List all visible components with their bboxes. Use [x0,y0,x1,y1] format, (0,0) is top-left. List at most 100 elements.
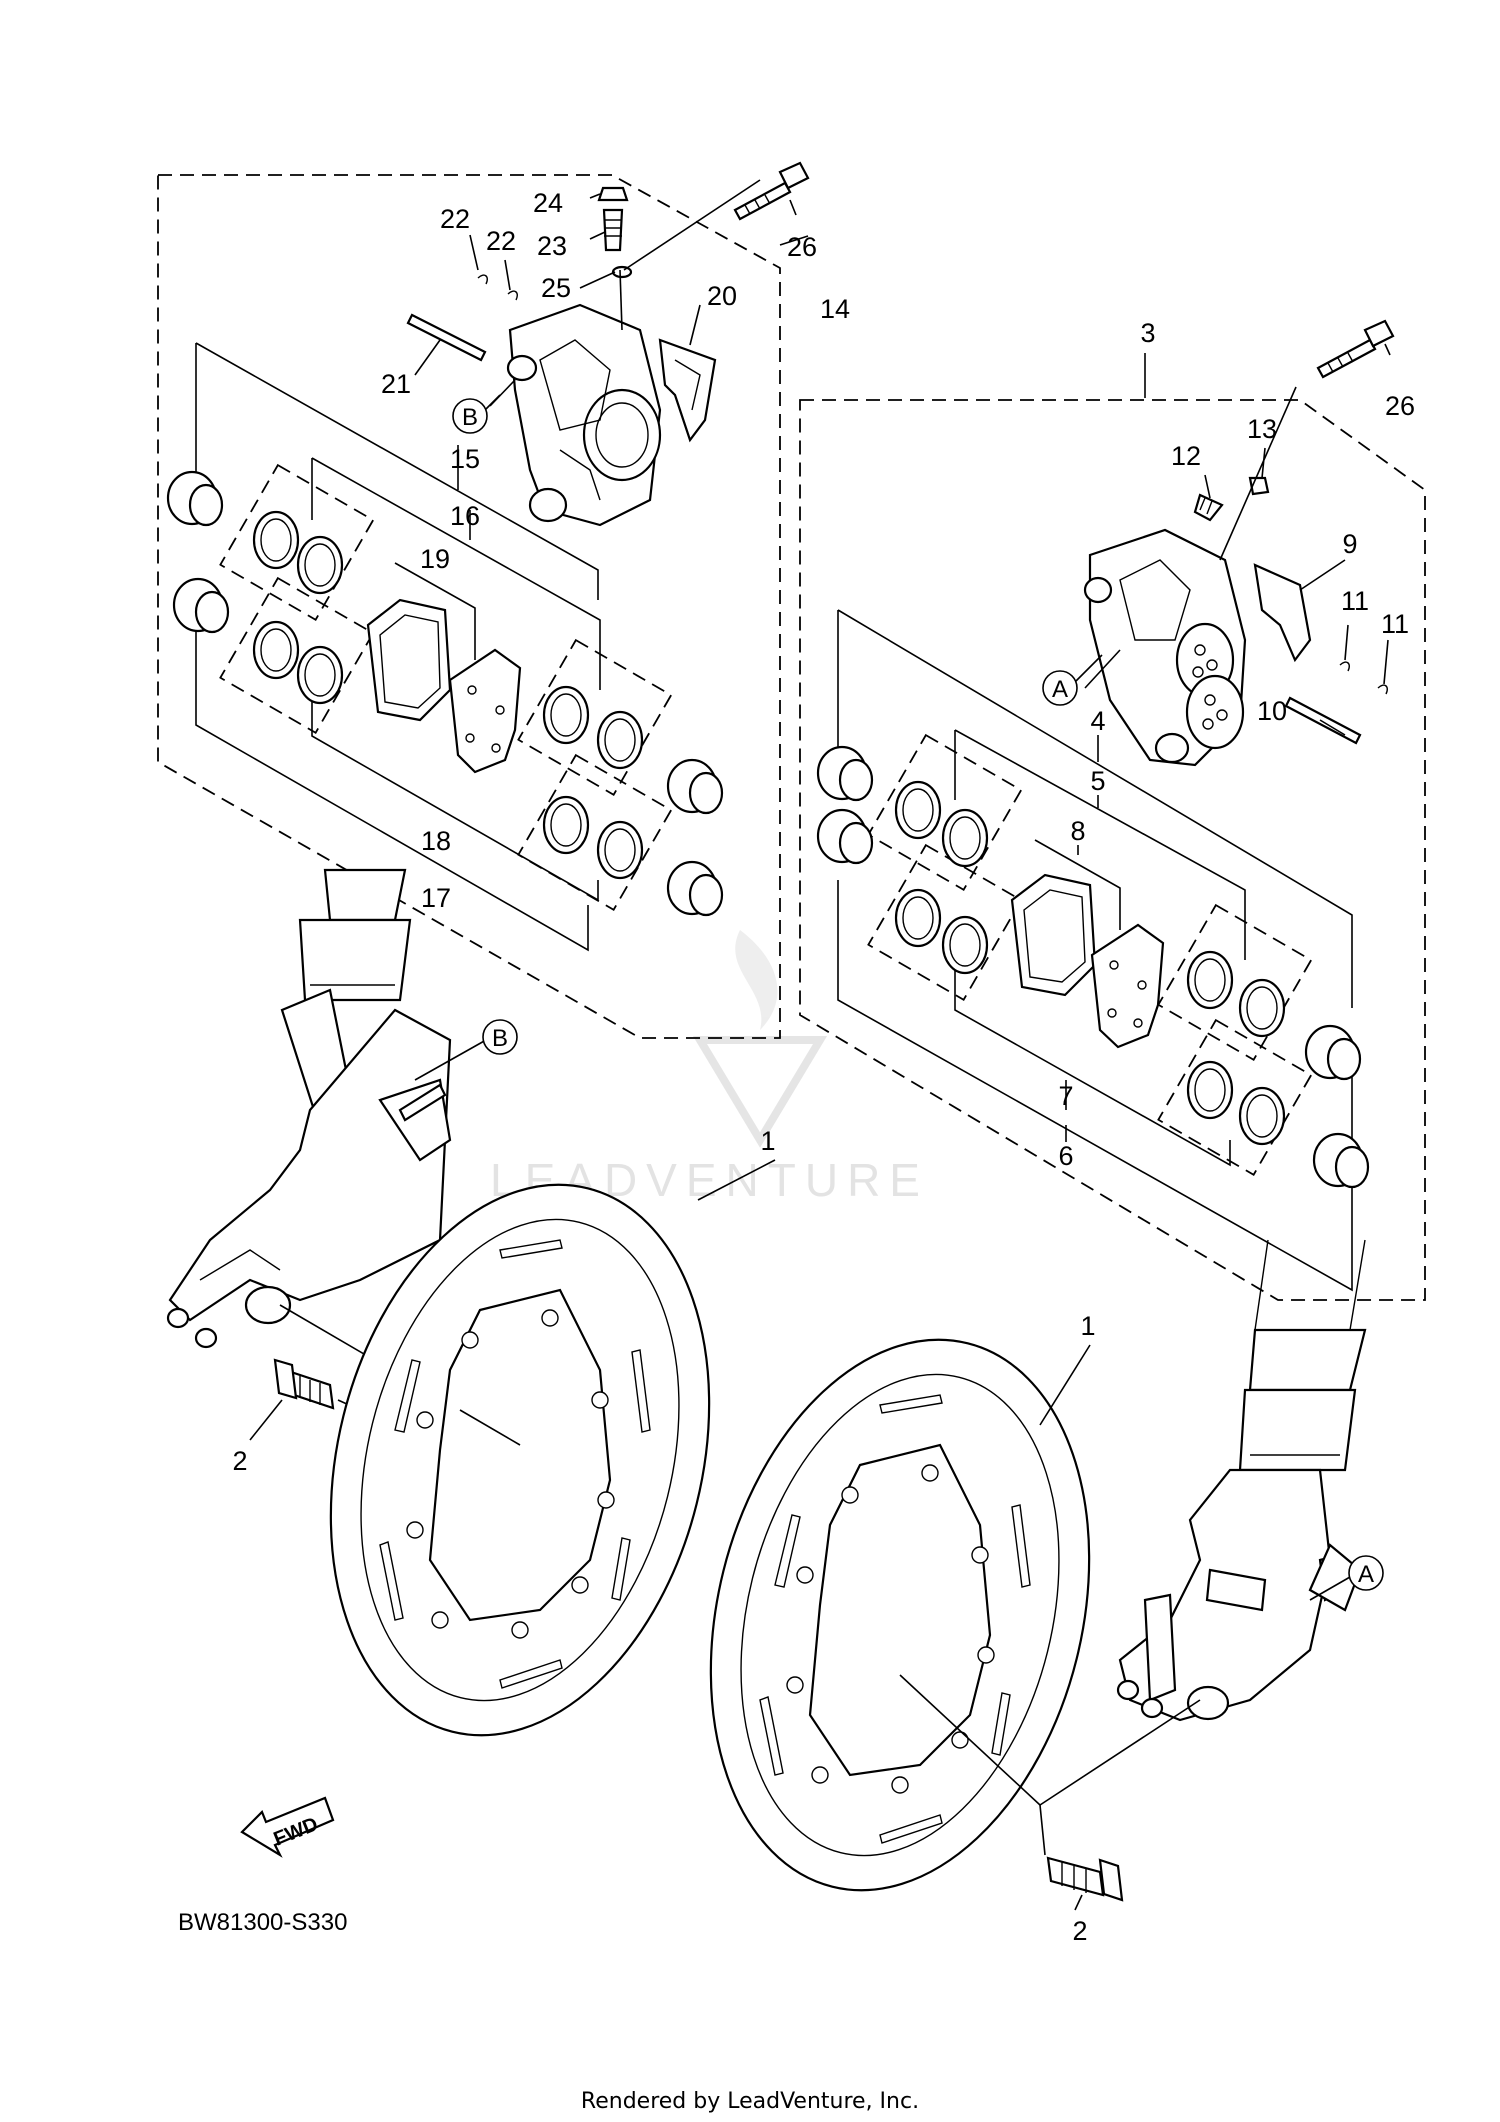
pad-pin [406,313,487,362]
callout-leader [789,199,797,216]
callout-leader [484,394,501,411]
ref-marker-a-caliper: A [1042,670,1078,706]
dust-seal-set [867,843,1023,1001]
callout-24: 24 [533,188,563,218]
front-fork-right [1116,1239,1367,1722]
callout-8: 8 [1070,816,1085,846]
callout-22-b: 22 [486,226,516,256]
piston [1304,1024,1362,1081]
ref-marker-a-fork: A [1348,1555,1384,1591]
caliper-bolt [1316,319,1395,379]
brake-caliper-left [506,303,662,527]
callout-leader [504,259,511,291]
pad-pin-clip [477,274,488,285]
svg-text:A: A [1052,676,1068,703]
callout-20: 20 [707,281,737,311]
brake-caliper-right [1083,528,1247,767]
piston-seal [542,685,644,770]
callout-leader [589,193,601,199]
dust-seal [252,620,344,705]
callout-25: 25 [541,273,571,303]
front-fork-left [166,868,452,1349]
pad-spring [658,338,717,443]
callout-11-b: 11 [1381,609,1409,639]
callout-leader [1084,649,1121,689]
brake-disc-right [709,1338,1091,1892]
axis-line [1039,1804,1046,1856]
kit-frame-line [837,609,1353,1008]
brake-pad [1010,873,1097,997]
callout-leader [1219,386,1297,561]
callout-3: 3 [1140,318,1155,348]
callout-15: 15 [450,444,480,474]
callout-13: 13 [1247,414,1277,444]
callout-leader [579,271,616,289]
kit-frame-line [954,960,1231,1167]
kit-frame-line [311,690,599,902]
callout-leader [1071,654,1103,686]
svg-text:B: B [492,1025,508,1052]
dust-seal [542,795,644,880]
brake-pad [366,598,452,722]
svg-text:A: A [1358,1561,1374,1588]
disc-bolt [273,1358,335,1410]
dust-seal-set [219,576,375,734]
callout-6: 6 [1058,1141,1073,1171]
callout-5: 5 [1090,766,1105,796]
kit-frame-line [954,729,1246,960]
pad-pin-clip [1377,684,1388,695]
piston [816,745,874,802]
callout-9: 9 [1342,529,1357,559]
bleed-screw [1193,493,1224,522]
washer [611,265,633,279]
brake-pad [448,648,522,774]
kit-frame-line [1034,839,1121,930]
kit-frame-line [195,590,589,952]
callout-22-a: 22 [440,204,470,234]
callout-leader [619,269,623,331]
callout-leader [697,1159,776,1201]
callout-leader [414,339,441,376]
pad-pin-clip [507,290,518,301]
dust-seal [1186,1060,1286,1146]
pad-pin-clip [1339,661,1350,672]
callout-18: 18 [421,826,451,856]
callout-leader [589,231,606,240]
callout-leader [414,1039,487,1081]
callout-12: 12 [1171,441,1201,471]
piston [172,577,230,634]
callout-4: 4 [1090,706,1105,736]
callout-1-left: 1 [760,1126,775,1156]
piston-seal [1186,950,1286,1038]
callout-7: 7 [1058,1081,1073,1111]
dust-seal [894,888,989,975]
piston-seal [894,780,989,868]
axis-line [899,1674,1041,1806]
forward-direction-arrow: FWD [240,1796,335,1858]
callout-leader [1299,559,1346,591]
piston [666,758,724,815]
callout-leader [1074,1894,1083,1911]
callout-26-right: 26 [1385,391,1415,421]
brake-disc-left [329,1183,711,1737]
piston-seal [252,510,344,595]
render-credit: Rendered by LeadVenture, Inc. [581,2089,919,2114]
callout-11-a: 11 [1341,586,1369,616]
callout-1-right: 1 [1080,1311,1095,1341]
dust-seal-set [517,753,673,911]
ref-marker-b-fork: B [482,1019,518,1055]
watermark-logo [692,930,828,1148]
callout-leader [1344,624,1349,661]
callout-19: 19 [420,544,450,574]
piston-seal-set [1157,903,1313,1061]
piston-seal-set [867,733,1023,891]
brake-pad [1090,923,1165,1049]
axis-line [1039,1699,1201,1806]
callout-leader [1319,719,1346,736]
callout-23: 23 [537,231,567,261]
callout-26-left: 26 [787,232,817,262]
callout-2-right: 2 [1072,1916,1087,1946]
piston [666,860,724,917]
callout-10: 10 [1257,696,1287,726]
piston [166,470,224,527]
